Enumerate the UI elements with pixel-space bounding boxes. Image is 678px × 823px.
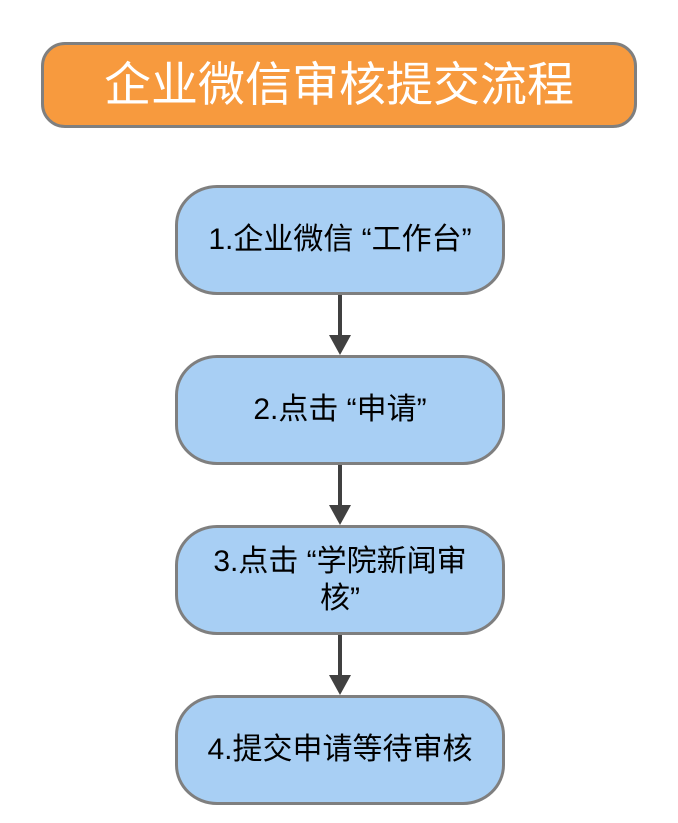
arrow-shaft (338, 465, 342, 509)
down-arrow-icon (329, 335, 351, 355)
down-arrow-icon (329, 505, 351, 525)
flowchart-title-banner: 企业微信审核提交流程 (41, 42, 637, 128)
flow-node-label: 4.提交申请等待审核 (207, 733, 473, 767)
flow-node-step-2[interactable]: 2.点击 “申请” (175, 355, 505, 465)
page-title: 企业微信审核提交流程 (104, 58, 574, 112)
flow-node-label: 2.点击 “申请” (253, 393, 427, 427)
flow-connector-3-to-4 (175, 635, 505, 695)
flowchart-steps-column: 1.企业微信 “工作台” 2.点击 “申请” 3.点击 “学院新闻审核” 4.提… (175, 185, 505, 805)
flow-connector-2-to-3 (175, 465, 505, 525)
down-arrow-icon (329, 675, 351, 695)
flow-node-step-3[interactable]: 3.点击 “学院新闻审核” (175, 525, 505, 635)
flow-connector-1-to-2 (175, 295, 505, 355)
flow-node-step-1[interactable]: 1.企业微信 “工作台” (175, 185, 505, 295)
arrow-shaft (338, 635, 342, 679)
flow-node-label: 3.点击 “学院新闻审核” (213, 544, 467, 616)
arrow-shaft (338, 295, 342, 339)
flow-node-step-4[interactable]: 4.提交申请等待审核 (175, 695, 505, 805)
flow-node-label: 1.企业微信 “工作台” (208, 223, 472, 257)
